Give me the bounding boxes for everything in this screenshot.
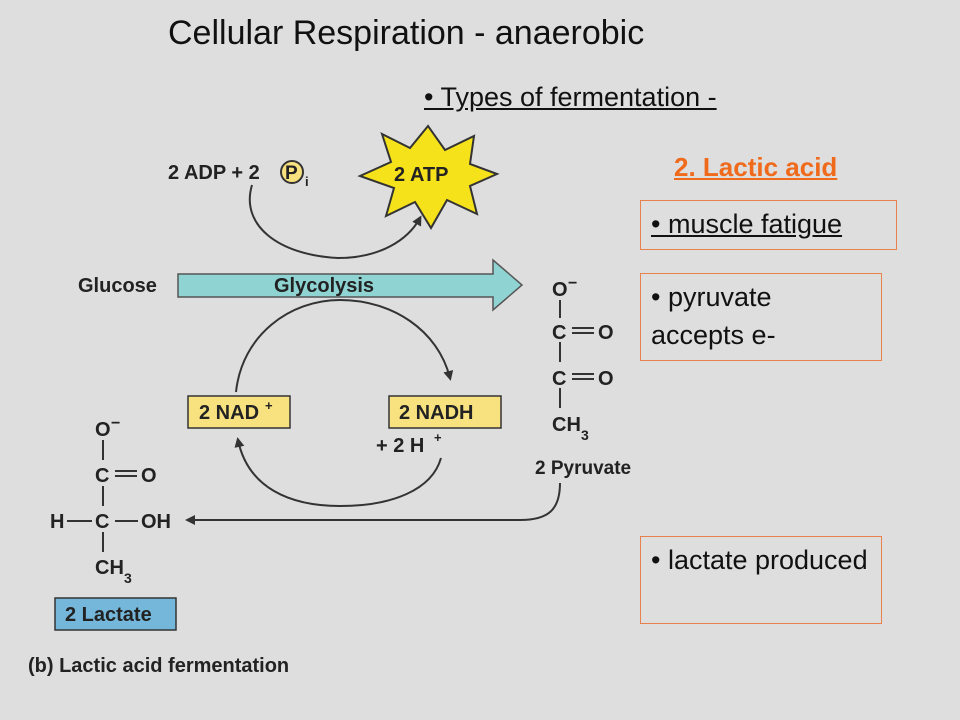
- pyruvate-o1: O: [598, 322, 614, 344]
- pyruvate-c1: C: [552, 322, 566, 344]
- note-pyruvate-accepts: • pyruvate accepts e-: [640, 273, 882, 361]
- pyruvate-o2: O: [598, 368, 614, 390]
- phosphate-circle: [280, 160, 304, 184]
- nad-label: 2 NAD: [199, 402, 259, 424]
- pyruvate-o-minus: O: [552, 279, 568, 301]
- glycolysis-arrow: [177, 258, 524, 312]
- figure-caption: (b) Lactic acid fermentation: [28, 655, 289, 677]
- note-muscle-fatigue: • muscle fatigue: [640, 200, 897, 250]
- h-label: + 2 H: [376, 435, 424, 457]
- phosphate-subscript: i: [305, 174, 309, 189]
- lactate-ch: CH: [95, 557, 124, 579]
- atp-starburst: [357, 124, 500, 230]
- glycolysis-label: Glycolysis: [274, 275, 374, 297]
- lactate-o: O: [141, 465, 157, 487]
- lactate-c2: C: [95, 511, 109, 533]
- pyruvate-ch: CH: [552, 414, 581, 436]
- phosphate-symbol: P: [285, 163, 298, 184]
- lactate-c1: C: [95, 465, 109, 487]
- lactate-minus: −: [111, 415, 120, 432]
- atp-formation-arrow: [248, 184, 422, 260]
- page-title: Cellular Respiration - anaerobic: [168, 14, 645, 52]
- adp-label: 2 ADP + 2: [168, 162, 260, 184]
- nad-box: [187, 395, 291, 429]
- h-superscript: +: [434, 430, 442, 445]
- pyruvate-to-lactate-arrow: [185, 482, 561, 525]
- pyruvate-minus: −: [568, 275, 577, 292]
- lactate-h: H: [50, 511, 64, 533]
- lactate-oh: OH: [141, 511, 171, 533]
- nadh-label: 2 NADH: [399, 402, 473, 424]
- nad-regeneration-arrow: [234, 437, 442, 508]
- lactate-o-minus: O: [95, 419, 111, 441]
- note-lactate-produced: • lactate produced: [640, 536, 882, 624]
- glucose-label: Glucose: [78, 275, 157, 297]
- nad-reduction-arrow: [235, 298, 454, 393]
- lactic-acid-heading: 2. Lactic acid: [674, 152, 838, 182]
- nad-superscript: +: [265, 398, 273, 413]
- nadh-box: [388, 395, 502, 429]
- page-subtitle: • Types of fermentation -: [424, 82, 717, 112]
- atp-label: 2 ATP: [394, 164, 448, 186]
- lactate-sub3: 3: [124, 570, 132, 586]
- pyruvate-label: 2 Pyruvate: [535, 458, 631, 479]
- lactate-box: [54, 597, 177, 631]
- lactate-label: 2 Lactate: [65, 604, 152, 626]
- pyruvate-c2: C: [552, 368, 566, 390]
- pyruvate-sub3: 3: [581, 427, 589, 443]
